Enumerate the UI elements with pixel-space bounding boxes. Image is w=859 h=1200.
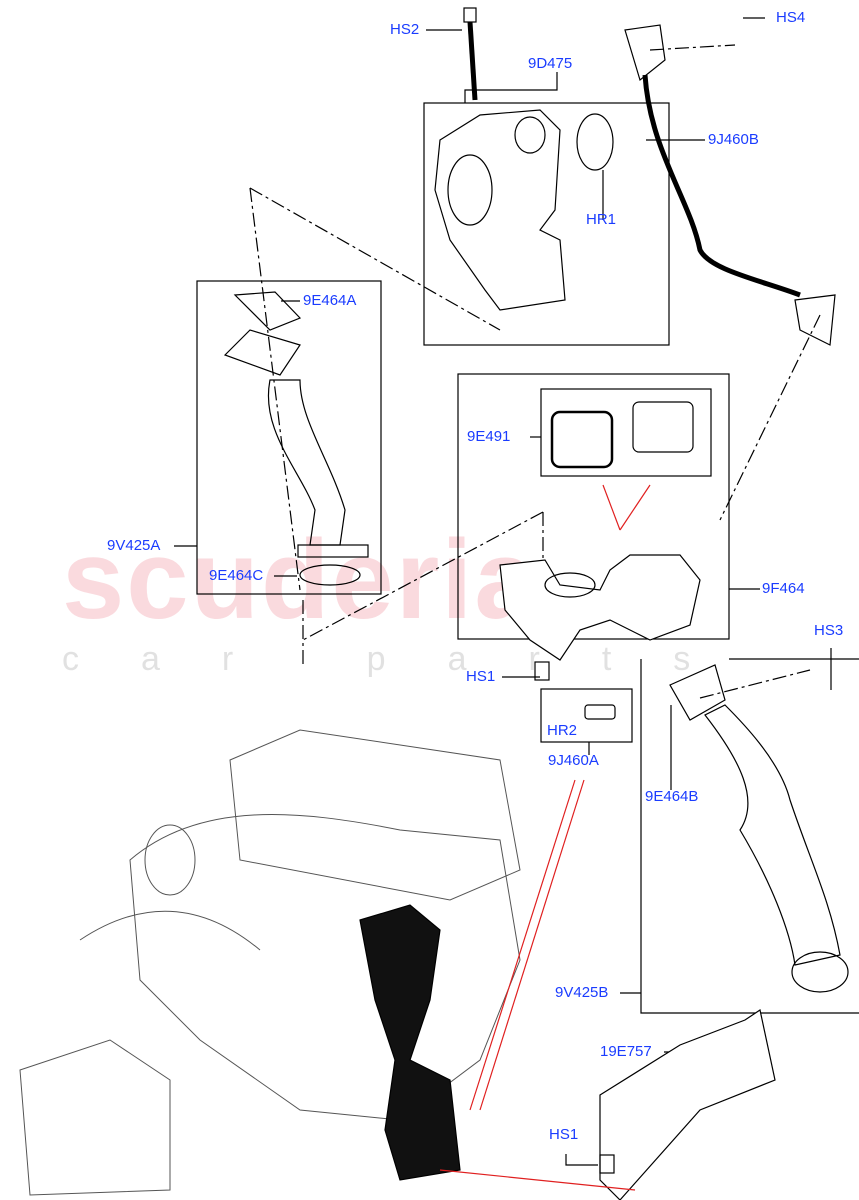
callout-9e464b: 9E464B xyxy=(645,788,699,805)
callout-hr1: HR1 xyxy=(586,211,617,228)
callout-9v425b: 9V425B xyxy=(555,984,609,1001)
callout-hs1-top: HS1 xyxy=(466,668,496,685)
box-9f464 xyxy=(457,373,730,640)
box-9v425b xyxy=(640,659,859,1014)
callout-19e757: 19E757 xyxy=(600,1043,652,1060)
callout-hs3: HS3 xyxy=(814,622,844,639)
box-hr2 xyxy=(540,688,633,743)
callout-9j460a: 9J460A xyxy=(548,752,599,769)
callout-hr2: HR2 xyxy=(547,722,578,739)
callout-9j460b: 9J460B xyxy=(708,131,759,148)
callout-hs1-bottom: HS1 xyxy=(549,1126,579,1143)
callout-hs2: HS2 xyxy=(390,21,420,38)
callout-9d475: 9D475 xyxy=(528,55,573,72)
callout-9e464a: 9E464A xyxy=(303,292,357,309)
box-9e491 xyxy=(540,388,712,477)
callout-9e464c: 9E464C xyxy=(209,567,264,584)
callout-9f464: 9F464 xyxy=(762,580,805,597)
callout-hs4: HS4 xyxy=(776,9,806,26)
callout-9v425a: 9V425A xyxy=(107,537,161,554)
box-9d475 xyxy=(423,102,670,346)
watermark-sub: car parts xyxy=(62,640,753,678)
box-9v425a xyxy=(196,280,382,595)
callout-9e491: 9E491 xyxy=(467,428,511,445)
